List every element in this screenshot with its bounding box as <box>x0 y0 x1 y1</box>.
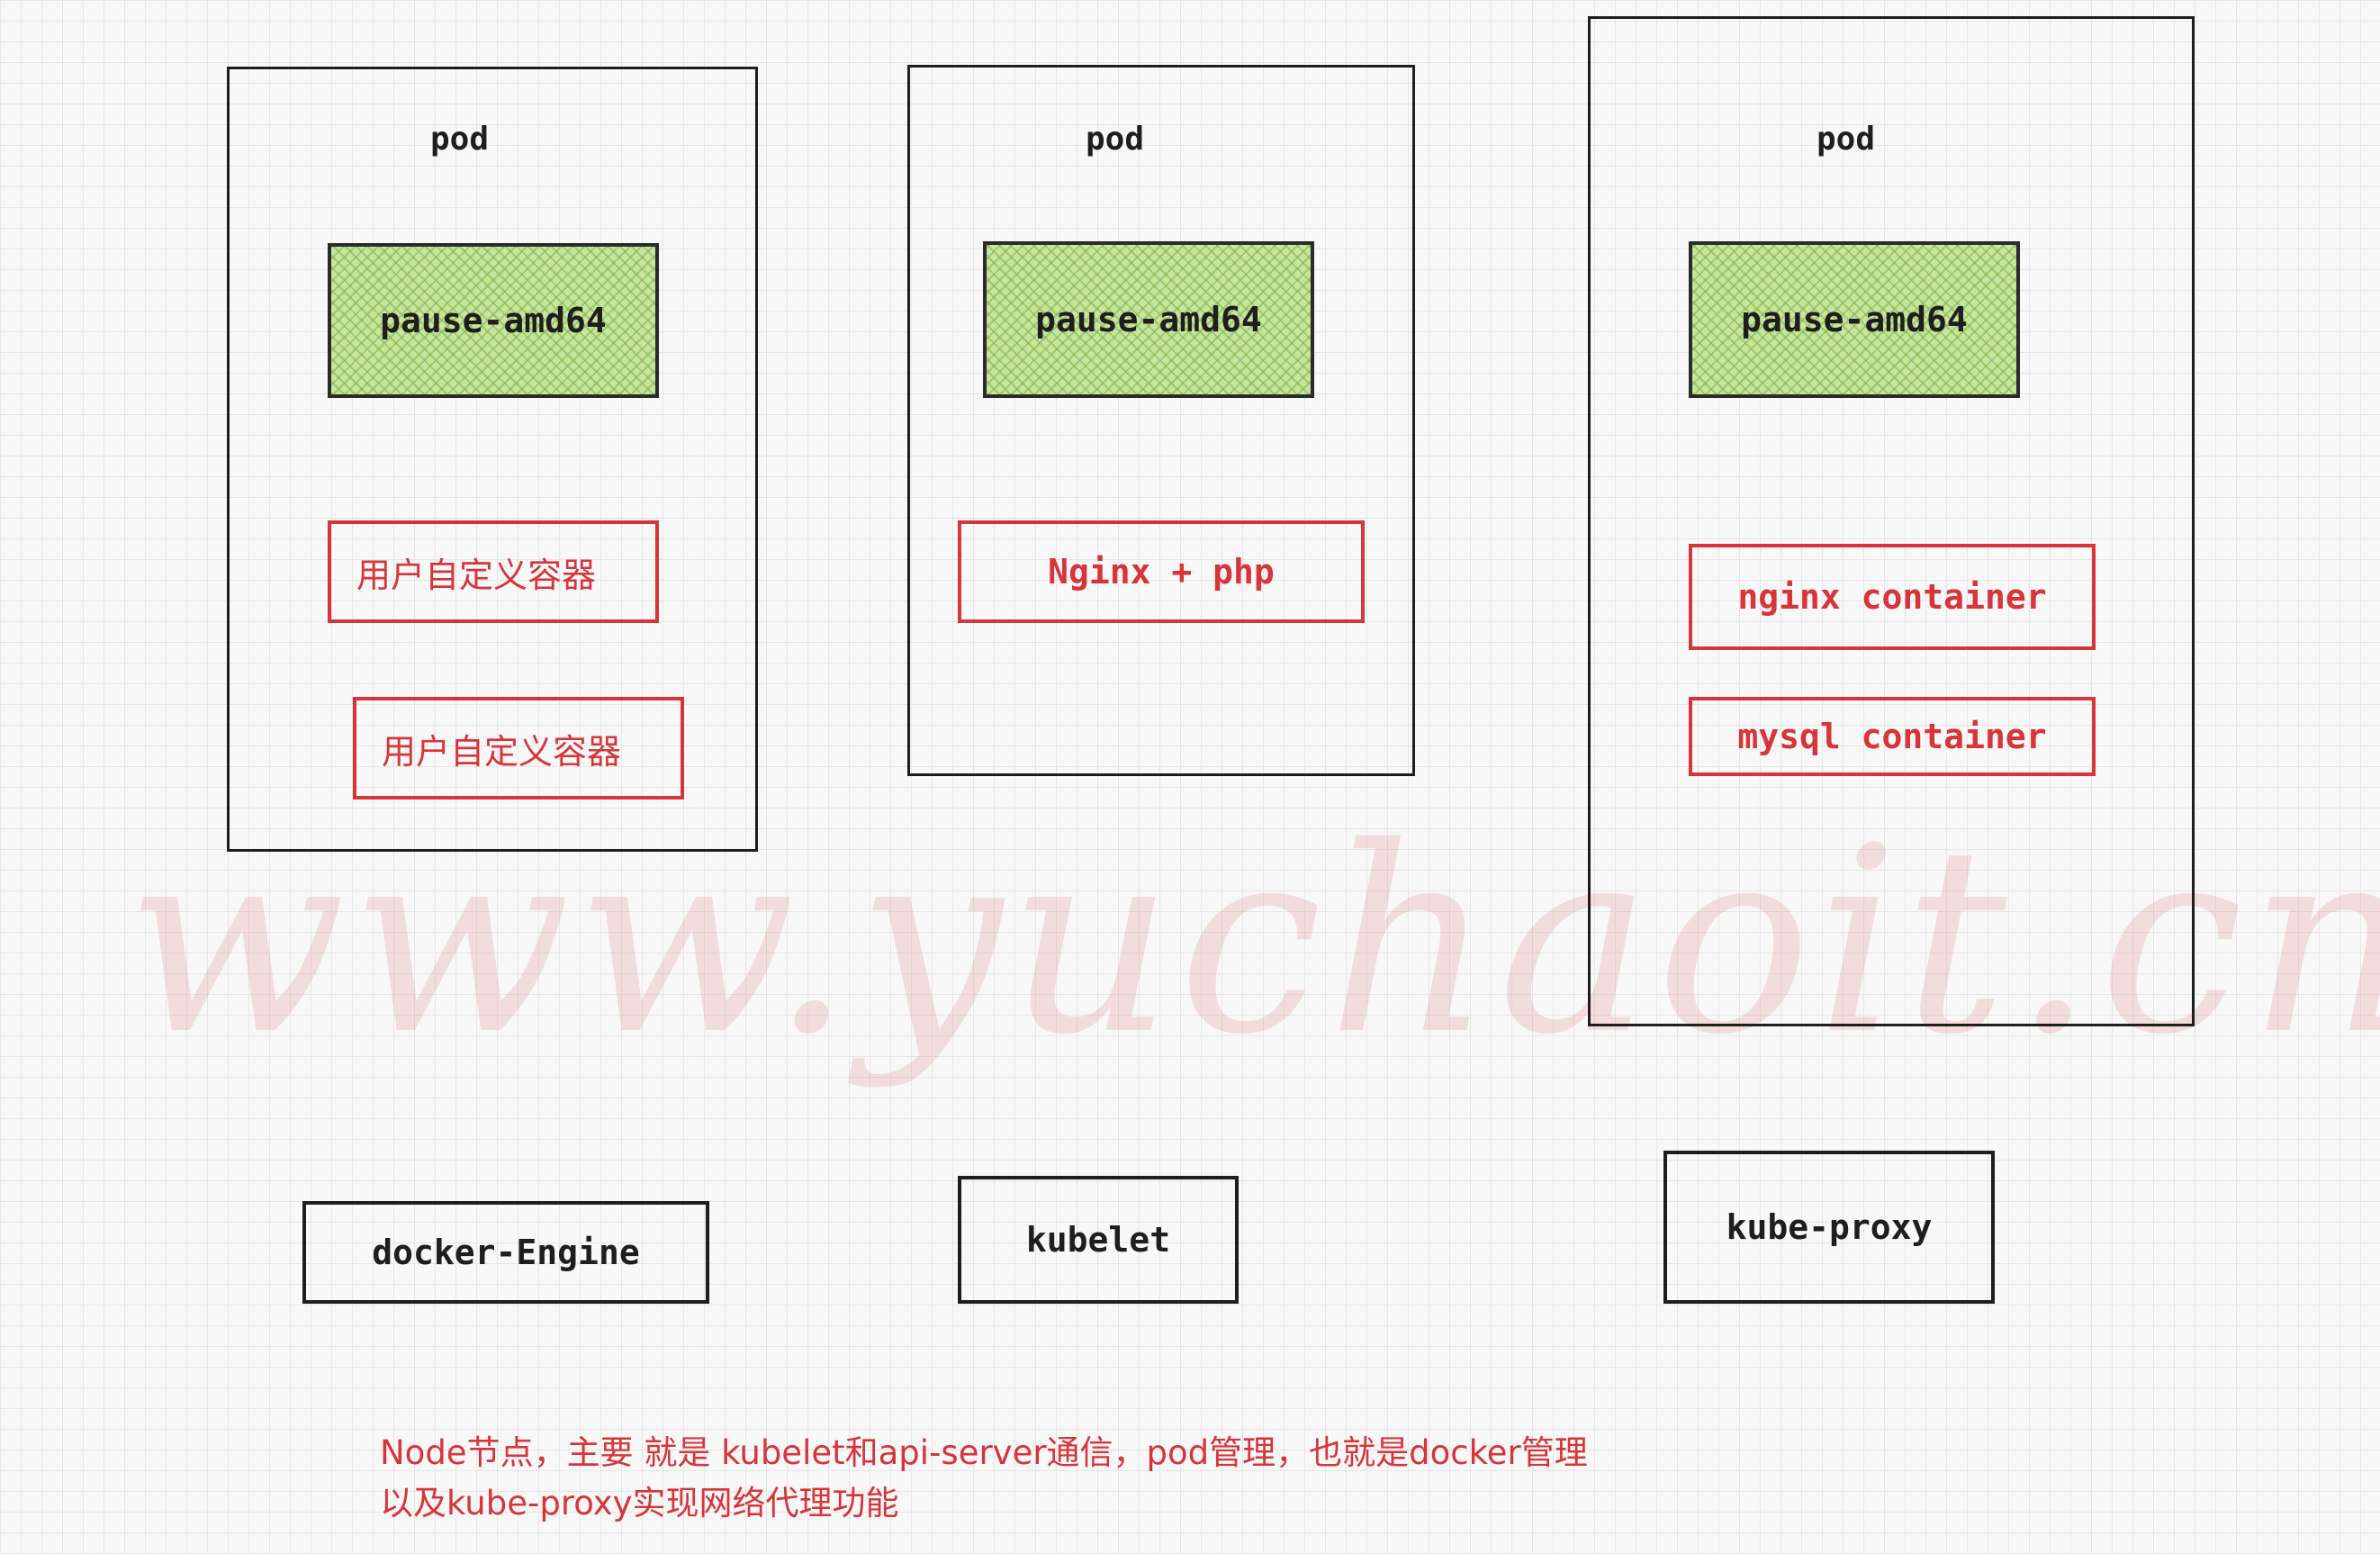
nginx-php-container[interactable]: Nginx + php <box>958 520 1365 623</box>
pause-container-3[interactable]: pause-amd64 <box>1689 241 2020 398</box>
user-container-label: 用户自定义容器 <box>356 555 597 595</box>
pod-box-2[interactable] <box>907 65 1415 776</box>
pod-label-3: pod <box>1817 121 1876 158</box>
kube-proxy-box[interactable]: kube-proxy <box>1663 1151 1995 1304</box>
mysql-container[interactable]: mysql container <box>1689 697 2096 776</box>
node-description-note: Node节点，主要 就是 kubelet和api-server通信，pod管理，… <box>380 1428 2090 1529</box>
pause-container-1[interactable]: pause-amd64 <box>328 243 659 398</box>
pod-label-1: pod <box>430 121 490 158</box>
user-container-1a[interactable]: 用户自定义容器 <box>328 520 659 623</box>
note-line-1: Node节点，主要 就是 kubelet和api-server通信，pod管理，… <box>380 1433 1588 1472</box>
kubelet-box[interactable]: kubelet <box>958 1176 1239 1304</box>
pod-label-2: pod <box>1086 121 1145 158</box>
user-container-1b[interactable]: 用户自定义容器 <box>353 697 684 800</box>
pod-box-3[interactable] <box>1588 16 2195 1026</box>
pause-container-2[interactable]: pause-amd64 <box>983 241 1314 398</box>
nginx-container[interactable]: nginx container <box>1689 544 2096 650</box>
user-container-label: 用户自定义容器 <box>382 731 622 772</box>
pod-box-1[interactable] <box>227 67 758 852</box>
docker-engine-box[interactable]: docker-Engine <box>302 1201 709 1304</box>
note-line-2: 以及kube-proxy实现网络代理功能 <box>380 1484 899 1522</box>
